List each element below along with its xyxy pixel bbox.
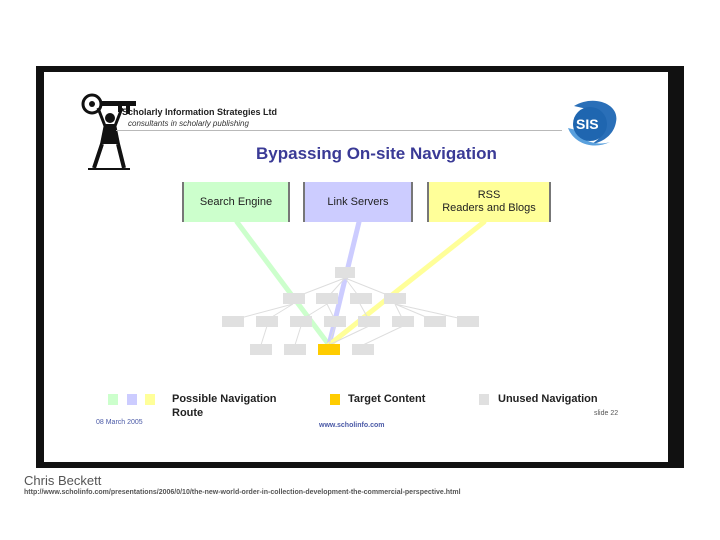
route-rss-sublabel: Readers and Blogs — [442, 202, 536, 215]
source-url[interactable]: http://www.scholinfo.com/presentations/2… — [24, 489, 461, 496]
legend-target-content: Target Content — [348, 393, 425, 405]
slide-date: 08 March 2005 — [96, 419, 143, 426]
search-engine-route — [237, 222, 329, 345]
route-link-servers-label: Link Servers — [327, 196, 388, 209]
legend-unused-navigation: Unused Navigation — [498, 393, 598, 405]
legend-possible-route-line2: Route — [172, 407, 203, 419]
legend-swatch-unused — [479, 394, 489, 405]
route-search-engine-label: Search Engine — [200, 196, 272, 209]
slide-number: slide 22 — [594, 410, 618, 417]
legend-possible-route: Possible Navigation — [172, 393, 277, 405]
author-credit: Chris Beckett — [24, 473, 101, 488]
legend-swatch-yellow — [145, 394, 155, 405]
site-hierarchy — [233, 278, 467, 345]
slide: Scholarly Information Strategies Ltd con… — [44, 72, 668, 462]
route-link-servers: Link Servers — [303, 182, 413, 222]
route-search-engine: Search Engine — [182, 182, 290, 222]
route-rss-label: RSS — [442, 189, 536, 202]
legend-swatch-target — [330, 394, 340, 405]
slide-website: www.scholinfo.com — [319, 422, 384, 429]
route-rss: RSS Readers and Blogs — [427, 182, 551, 222]
legend-swatch-blue — [127, 394, 137, 405]
legend-swatch-green — [108, 394, 118, 405]
target-node — [318, 344, 340, 355]
